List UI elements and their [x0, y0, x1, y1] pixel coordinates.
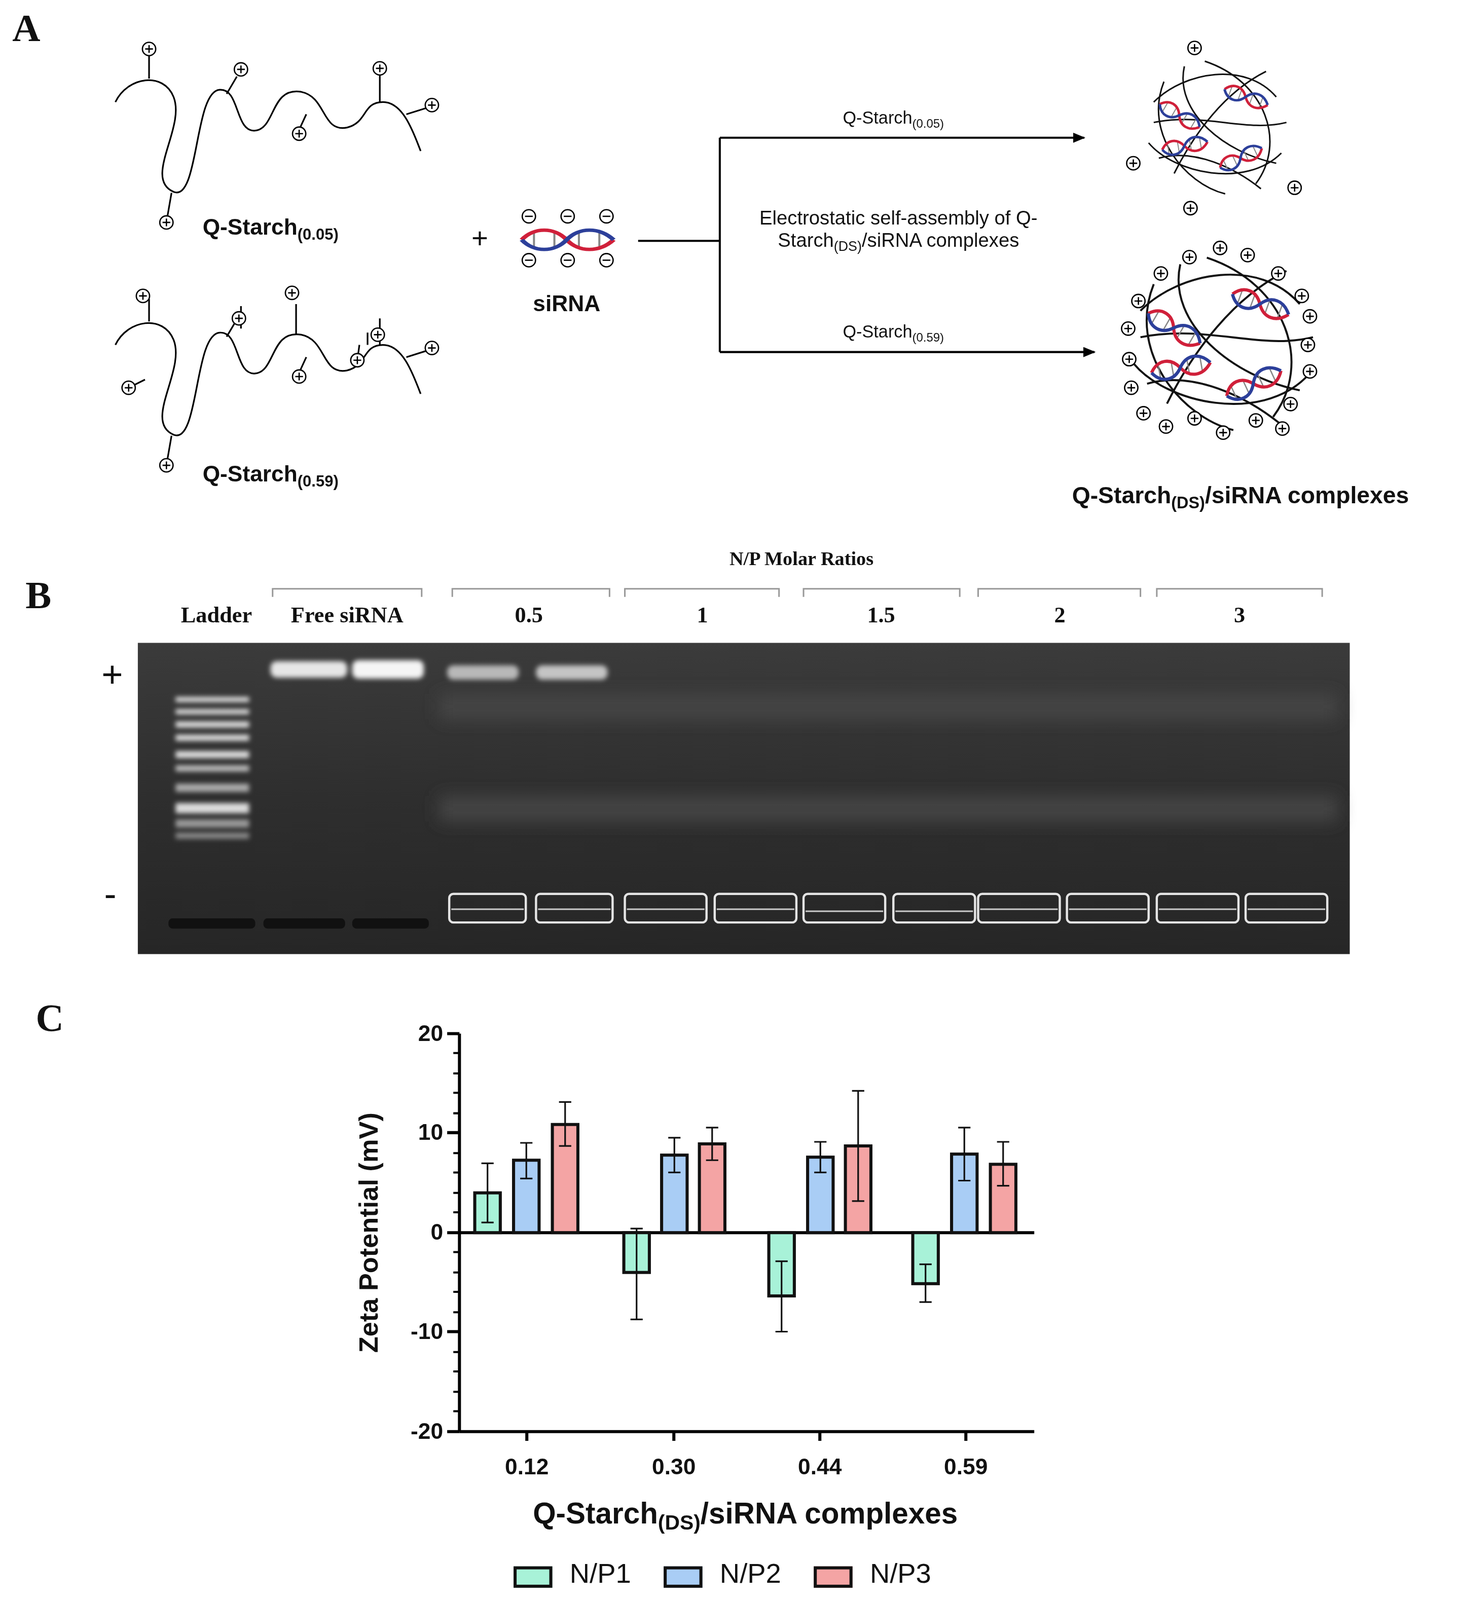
axis-title: Zeta Potential (mV) [354, 1112, 385, 1354]
panel-letter: B [25, 573, 52, 619]
legend-swatch [813, 1566, 853, 1589]
panel-letter: A [12, 6, 41, 51]
subscript: (DS) [1171, 492, 1206, 512]
tick-label: -10 [410, 1318, 444, 1345]
lane-label: Free siRNA [290, 602, 404, 629]
category-label: 0.44 [797, 1454, 842, 1481]
subscript: (0.05) [297, 225, 339, 243]
lane-label: 3 [1233, 602, 1246, 629]
polymer-label: Q-Starch(0.59) [202, 461, 339, 488]
subscript: (0.59) [912, 330, 944, 345]
sirna-label: siRNA [532, 290, 601, 317]
category-label: 0.30 [651, 1454, 696, 1481]
plus-sign: + [471, 222, 489, 256]
legend-text: N/P1 [569, 1558, 632, 1591]
panel-letter: C [35, 996, 64, 1041]
polarity-mark: - [103, 872, 117, 915]
category-label: 0.59 [943, 1454, 988, 1481]
axis-title: Q-Starch(DS)/siRNA complexes [532, 1497, 958, 1532]
tick-label: 0 [430, 1219, 444, 1246]
lane-label: 1.5 [866, 602, 895, 629]
legend-swatch [663, 1566, 703, 1589]
lane-label: 0.5 [515, 602, 543, 629]
lane-label: 1 [697, 602, 709, 629]
tick-label: 20 [418, 1020, 444, 1047]
subscript: (DS) [833, 238, 862, 254]
process-note: Electrostatic self-assembly of Q-Starch(… [730, 207, 1068, 252]
tick-label: -20 [410, 1418, 444, 1445]
lane-label: Ladder [180, 602, 252, 629]
arrow-label: Q-Starch(0.05) [842, 107, 944, 128]
subscript: (DS) [658, 1511, 701, 1535]
tick-label: 10 [418, 1119, 444, 1146]
polarity-mark: + [101, 653, 123, 696]
polymer-label: Q-Starch(0.05) [202, 214, 339, 241]
category-label: 0.12 [504, 1454, 549, 1481]
legend-text: N/P3 [869, 1558, 932, 1591]
subscript: (0.05) [912, 116, 944, 131]
lane-label: 2 [1053, 602, 1066, 629]
product-label: Q-Starch(DS)/siRNA complexes [1072, 481, 1410, 509]
arrow-label: Q-Starch(0.59) [842, 322, 944, 343]
legend-swatch [513, 1566, 553, 1589]
subscript: (0.59) [297, 471, 339, 490]
legend-text: N/P2 [719, 1558, 782, 1591]
group-header: N/P Molar Ratios [729, 548, 874, 571]
